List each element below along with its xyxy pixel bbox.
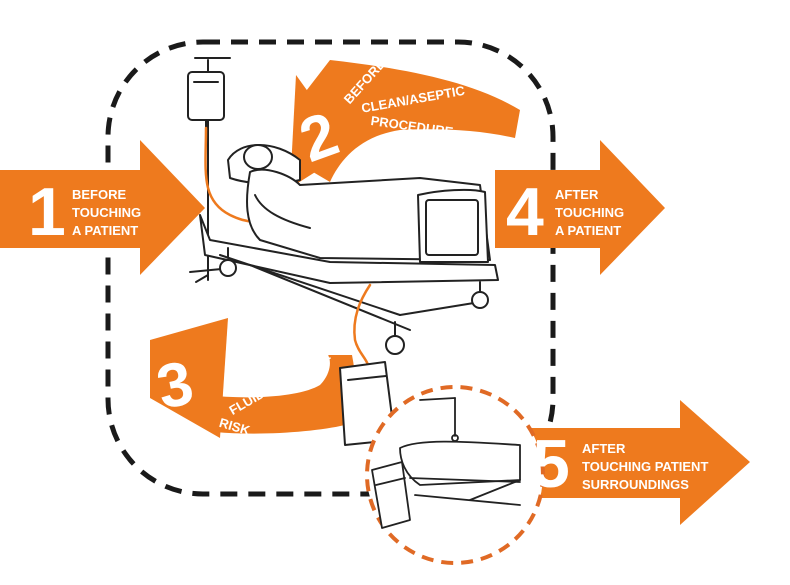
moment-1-number: 1: [28, 174, 66, 250]
moment-2-arrow: [296, 60, 520, 182]
moment-3-arrow: [205, 355, 356, 434]
moment-1-label-line-1: BEFORE: [72, 187, 127, 202]
moment-4-number: 4: [506, 174, 544, 250]
moment-5-label-line-1: AFTER: [582, 441, 626, 456]
moment-4-label-line-2: TOUCHING: [555, 205, 625, 220]
moment-5-number: 5: [532, 426, 570, 502]
moment-3-number: 3: [151, 348, 200, 423]
moment-2-arrowhead: [290, 75, 350, 188]
moment-2-label-line-3: PROCEDURE: [369, 112, 455, 140]
moment-1-arrow: [0, 140, 205, 275]
hospital-bed-illustration: [187, 57, 499, 446]
moment-4-label-line-1: AFTER: [555, 187, 599, 202]
moment-4-arrow: [495, 140, 665, 275]
moment-4-label-line-3: A PATIENT: [555, 223, 622, 238]
moment-1-label-line-2: TOUCHING: [72, 205, 142, 220]
moment-2-number: 2: [291, 99, 348, 176]
moment-5-label-line-3: SURROUNDINGS: [582, 477, 689, 492]
moment-3-label-line-3: RISK: [217, 414, 252, 438]
patient-zone-boundary: [105, 39, 556, 497]
moment-5-label-line-2: TOUCHING PATIENT: [582, 459, 709, 474]
moment-1-label-line-3: A PATIENT: [72, 223, 139, 238]
moment-3-arrowhead: [150, 318, 228, 438]
patient-surroundings-illustration: [371, 397, 521, 529]
